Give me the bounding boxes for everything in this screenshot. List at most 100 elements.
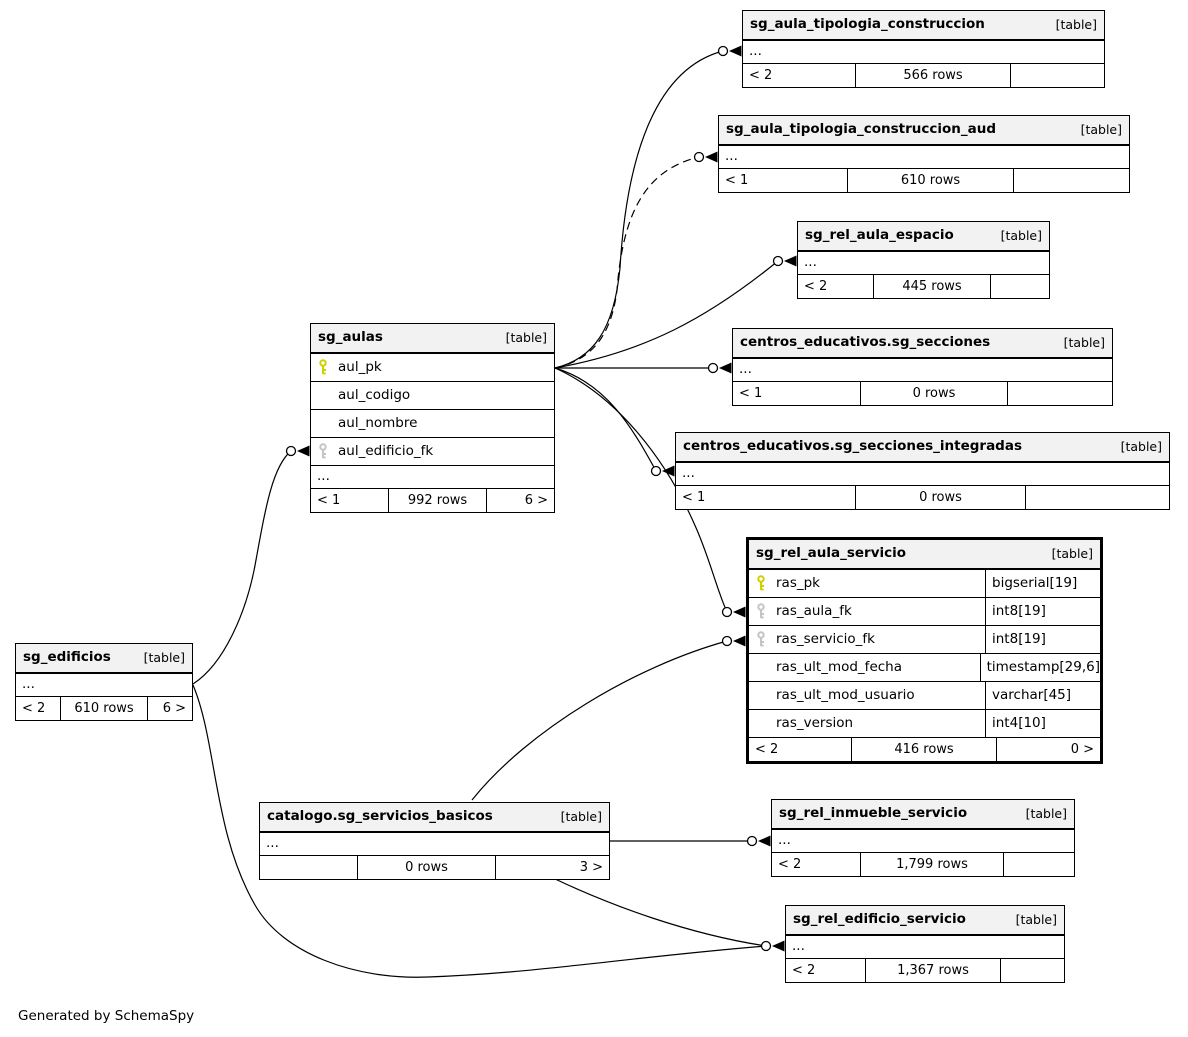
table-header: sg_aula_tipologia_construccion [table] bbox=[743, 11, 1104, 41]
table-header: sg_rel_inmueble_servicio [table] bbox=[772, 800, 1074, 830]
table-footer: < 1 0 rows bbox=[676, 486, 1169, 509]
table-box-sg-rel-aula-espacio[interactable]: sg_rel_aula_espacio [table] ... < 2 445 … bbox=[797, 221, 1050, 299]
table-name: sg_rel_inmueble_servicio bbox=[779, 805, 968, 822]
fk-line-aulas-to-tipologia-construccion bbox=[554, 50, 724, 369]
column-name: ras_pk bbox=[776, 574, 820, 591]
fk-line-edificios-to-aulas bbox=[192, 450, 292, 685]
fk-line-aulas-to-rel-aula-espacio bbox=[554, 260, 779, 369]
table-name: sg_rel_aula_servicio bbox=[756, 545, 907, 562]
outgoing-fk-count bbox=[1011, 64, 1104, 87]
incoming-fk-count: < 2 bbox=[786, 959, 866, 982]
table-footer: < 1 992 rows 6 > bbox=[311, 489, 554, 512]
outgoing-fk-count bbox=[1026, 486, 1169, 509]
outgoing-fk-count: 0 > bbox=[1070, 742, 1094, 757]
table-tag: [table] bbox=[1015, 911, 1057, 927]
incoming-fk-count: < 2 bbox=[743, 64, 856, 87]
table-box-sg-rel-inmueble-servicio[interactable]: sg_rel_inmueble_servicio [table] ... < 2… bbox=[771, 799, 1075, 877]
table-box-centros-educativos-sg-secciones[interactable]: centros_educativos.sg_secciones [table] … bbox=[732, 328, 1113, 406]
collapsed-columns-row: ... bbox=[798, 252, 1049, 275]
crowfoot-endpoint-ras-servicio-fk bbox=[721, 635, 746, 647]
table-footer: < 2 566 rows bbox=[743, 64, 1104, 87]
column-row-aul-nombre: aul_nombre bbox=[311, 410, 554, 438]
collapsed-columns-row: ... bbox=[260, 833, 609, 856]
row-count: 566 rows bbox=[856, 64, 1011, 87]
column-row-ras-ult-mod-usuario: ras_ult_mod_usuario varchar[45] bbox=[749, 682, 1100, 710]
table-box-catalogo-sg-servicios-basicos[interactable]: catalogo.sg_servicios_basicos [table] ..… bbox=[259, 802, 610, 880]
table-header: sg_rel_edificio_servicio [table] bbox=[786, 906, 1064, 936]
table-name: sg_aulas bbox=[318, 329, 383, 346]
column-name: aul_pk bbox=[338, 358, 382, 375]
table-header: catalogo.sg_servicios_basicos [table] bbox=[260, 803, 609, 833]
column-name: ras_version bbox=[776, 714, 854, 731]
table-tag: [table] bbox=[505, 329, 547, 345]
table-header: sg_aulas [table] bbox=[311, 324, 554, 354]
column-name: ras_aula_fk bbox=[776, 602, 852, 619]
table-box-sg-rel-aula-servicio[interactable]: sg_rel_aula_servicio [table] ras_pk bigs… bbox=[746, 537, 1103, 764]
outgoing-fk-count bbox=[1014, 169, 1129, 192]
table-name: sg_aula_tipologia_construccion bbox=[750, 16, 985, 33]
table-footer: < 2 610 rows 6 > bbox=[16, 697, 192, 720]
table-tag: [table] bbox=[1000, 227, 1042, 243]
fk-line-servicios-basicos-to-rel-aula-servicio bbox=[471, 640, 728, 801]
table-name: centros_educativos.sg_secciones bbox=[740, 334, 991, 351]
column-type: varchar[45] bbox=[985, 682, 1100, 709]
outgoing-fk-count: 6 > bbox=[162, 701, 186, 716]
row-count: 610 rows bbox=[61, 697, 148, 720]
column-row-ras-version: ras_version int4[10] bbox=[749, 710, 1100, 738]
crowfoot-endpoint-tipologia-construccion-aud bbox=[693, 151, 718, 163]
table-tag: [table] bbox=[1051, 545, 1093, 561]
table-tag: [table] bbox=[1063, 334, 1105, 350]
row-count: 1,367 rows bbox=[866, 959, 1001, 982]
incoming-fk-count: < 2 bbox=[798, 275, 874, 298]
table-footer: < 2 1,799 rows bbox=[772, 853, 1074, 876]
table-box-sg-aula-tipologia-construccion[interactable]: sg_aula_tipologia_construccion [table] .… bbox=[742, 10, 1105, 88]
table-name: sg_aula_tipologia_construccion_aud bbox=[726, 121, 997, 138]
row-count: 992 rows bbox=[389, 489, 487, 512]
incoming-fk-count: < 1 bbox=[719, 169, 848, 192]
column-row-aul-codigo: aul_codigo bbox=[311, 382, 554, 410]
column-row-ras-aula-fk: ras_aula_fk int8[19] bbox=[749, 598, 1100, 626]
table-tag: [table] bbox=[143, 649, 185, 665]
incoming-fk-count: < 1 bbox=[733, 382, 861, 405]
outgoing-fk-count bbox=[1004, 853, 1074, 876]
column-name: aul_edificio_fk bbox=[338, 442, 434, 459]
row-count: 0 rows bbox=[358, 856, 496, 879]
table-tag: [table] bbox=[560, 808, 602, 824]
row-count: 445 rows bbox=[874, 275, 991, 298]
collapsed-columns-row: ... bbox=[743, 41, 1104, 64]
table-footer: < 2 445 rows bbox=[798, 275, 1049, 298]
outgoing-fk-count bbox=[1008, 382, 1112, 405]
collapsed-columns-row: ... bbox=[786, 936, 1064, 959]
table-header: centros_educativos.sg_secciones_integrad… bbox=[676, 433, 1169, 463]
column-name: aul_nombre bbox=[338, 414, 418, 431]
fk-line-aulas-to-secciones-integradas bbox=[554, 367, 657, 472]
table-box-centros-educativos-sg-secciones-integradas[interactable]: centros_educativos.sg_secciones_integrad… bbox=[675, 432, 1170, 510]
table-box-sg-rel-edificio-servicio[interactable]: sg_rel_edificio_servicio [table] ... < 2… bbox=[785, 905, 1065, 983]
table-box-sg-aula-tipologia-construccion-aud[interactable]: sg_aula_tipologia_construccion_aud [tabl… bbox=[718, 115, 1130, 193]
table-header: sg_aula_tipologia_construccion_aud [tabl… bbox=[719, 116, 1129, 146]
outgoing-fk-count bbox=[1001, 959, 1064, 982]
table-box-sg-aulas[interactable]: sg_aulas [table] aul_pk aul_codigo aul_n… bbox=[310, 323, 555, 513]
row-count: 610 rows bbox=[848, 169, 1014, 192]
table-header: sg_rel_aula_espacio [table] bbox=[798, 222, 1049, 252]
collapsed-columns-row: ... bbox=[733, 359, 1112, 382]
outgoing-fk-count bbox=[991, 275, 1049, 298]
incoming-fk-count: < 2 bbox=[16, 697, 61, 720]
table-header: sg_edificios [table] bbox=[16, 644, 192, 674]
table-tag: [table] bbox=[1120, 438, 1162, 454]
column-name: ras_ult_mod_fecha bbox=[776, 658, 902, 675]
outgoing-fk-count: 6 > bbox=[524, 493, 548, 508]
column-type: int8[19] bbox=[985, 598, 1100, 625]
table-box-sg-edificios[interactable]: sg_edificios [table] ... < 2 610 rows 6 … bbox=[15, 643, 193, 721]
table-name: sg_rel_edificio_servicio bbox=[793, 911, 966, 928]
crowfoot-endpoint-aul-edificio-fk bbox=[285, 445, 310, 457]
fk-line-servicios-basicos-to-rel-edificio-servicio bbox=[552, 877, 767, 947]
collapsed-columns-row: ... bbox=[772, 830, 1074, 853]
table-footer: < 1 610 rows bbox=[719, 169, 1129, 192]
incoming-fk-count: < 1 bbox=[311, 489, 389, 512]
collapsed-columns-row: ... bbox=[16, 674, 192, 697]
incoming-fk-count: < 2 bbox=[772, 853, 861, 876]
primary-key-icon bbox=[318, 359, 338, 376]
incoming-fk-count: < 2 bbox=[749, 738, 852, 761]
